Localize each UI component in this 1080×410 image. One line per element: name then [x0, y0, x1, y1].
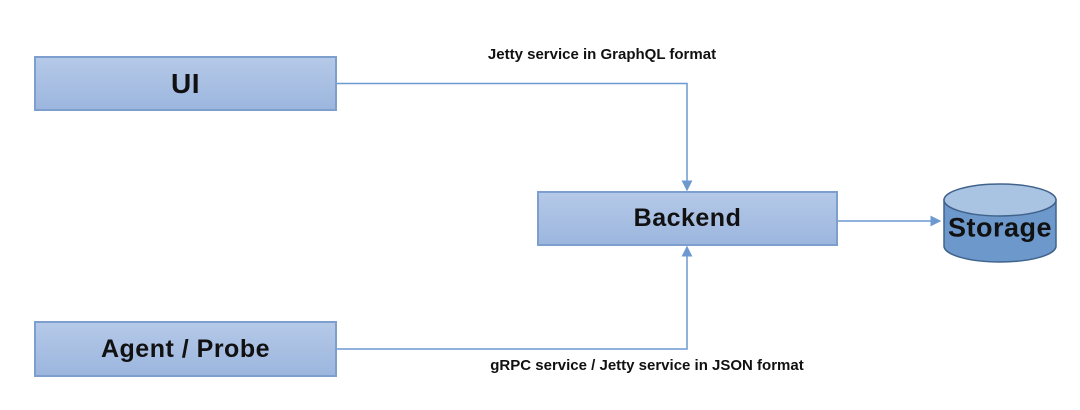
- storage-cylinder-top: [943, 183, 1057, 217]
- edge-agent-to-backend: [337, 245, 693, 350]
- node-backend-label: Backend: [633, 204, 742, 232]
- node-ui: UI: [34, 56, 337, 111]
- node-agent-probe: Agent / Probe: [34, 321, 337, 377]
- node-storage-label: Storage: [947, 212, 1053, 243]
- storage-cylinder-body: [943, 199, 1057, 263]
- edge-label-ui-backend: Jetty service in GraphQL format: [487, 46, 717, 63]
- node-ui-label: UI: [171, 67, 200, 99]
- edge-ui-to-backend: [337, 82, 693, 192]
- node-backend: Backend: [537, 191, 838, 246]
- edge-label-agent-backend: gRPC service / Jetty service in JSON for…: [490, 357, 804, 374]
- node-agent-probe-label: Agent / Probe: [100, 334, 270, 363]
